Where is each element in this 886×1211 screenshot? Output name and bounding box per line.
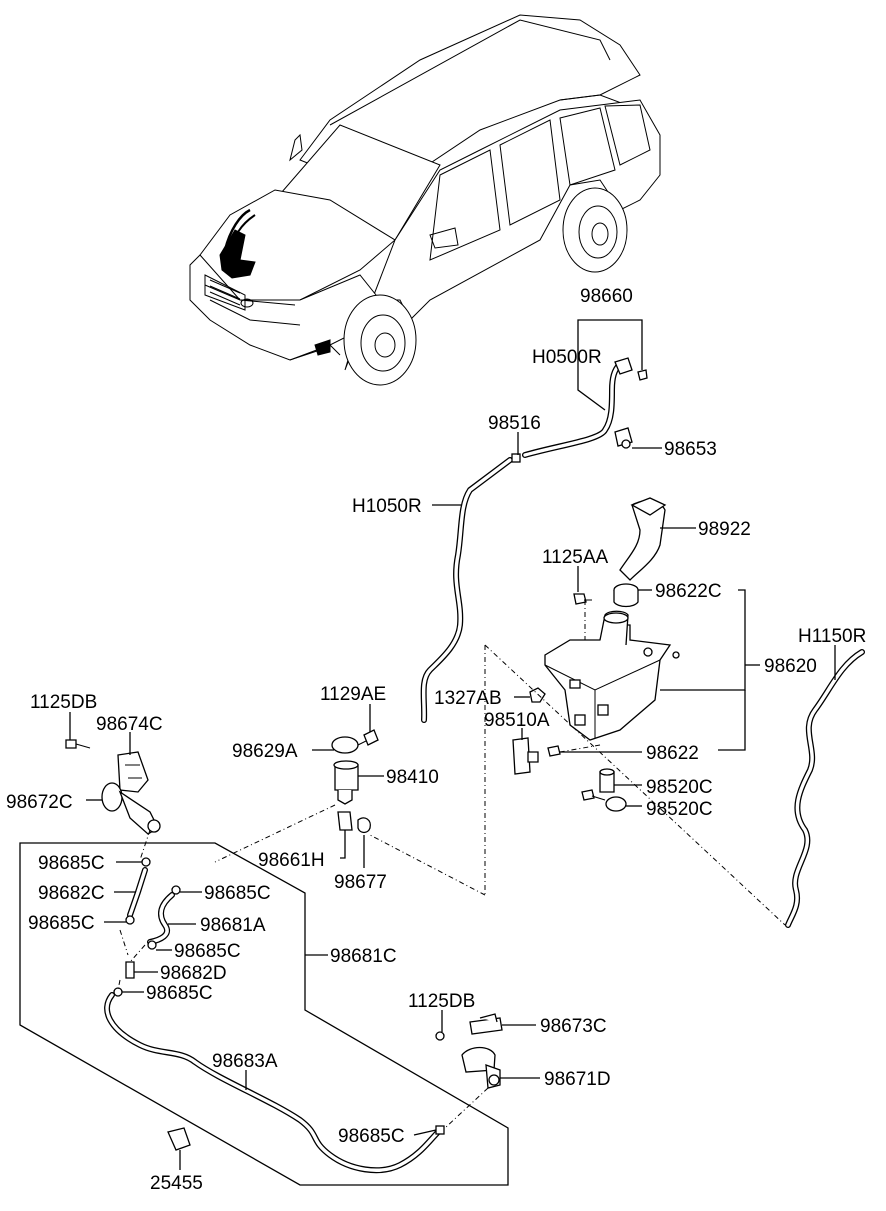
label-98520c-b: 98520C	[646, 799, 713, 820]
label-98685c-a: 98685C	[38, 853, 105, 874]
sensor-98520c	[599, 768, 615, 793]
clip-25455	[167, 1127, 191, 1151]
leader-lines	[69, 319, 836, 1170]
label-98685c-b: 98685C	[28, 913, 95, 934]
label-98660: 98660	[580, 286, 633, 307]
nozzle-98672c	[101, 782, 161, 835]
bolt-1125aa	[573, 593, 592, 605]
vehicle-illustration	[189, 14, 661, 386]
bracket-98674c	[117, 751, 149, 793]
label-98674c: 98674C	[96, 714, 163, 735]
pump-98410	[333, 760, 359, 805]
label-98672c: 98672C	[6, 792, 73, 813]
label-h1050r: H1050R	[352, 496, 422, 517]
rear-washer-nozzle	[614, 357, 648, 381]
label-98681c: 98681C	[330, 946, 397, 967]
label-98520c-a: 98520C	[646, 777, 713, 798]
label-98677: 98677	[334, 872, 387, 893]
grommet-98653	[614, 427, 633, 449]
pump-98510a	[512, 737, 539, 775]
bolt-1125db-right	[435, 1031, 445, 1041]
label-1125db-a: 1125DB	[30, 692, 97, 713]
nut-1327ab	[529, 687, 546, 703]
grommet-98622	[547, 745, 561, 757]
clip-98677	[357, 817, 371, 834]
label-98685c-e: 98685C	[146, 983, 213, 1004]
hose-h1050r	[420, 457, 513, 723]
label-98673c: 98673C	[540, 1016, 607, 1037]
label-25455: 25455	[150, 1173, 203, 1194]
bolt-1125db-left	[65, 739, 91, 749]
hose-98682c	[127, 867, 148, 918]
bolt-1129ae	[363, 729, 379, 746]
label-98622: 98622	[646, 743, 699, 764]
connector-98661h	[337, 811, 353, 831]
label-98682c: 98682C	[38, 883, 105, 904]
connector-98682d	[125, 961, 135, 979]
callout-labels: 98660 H0500R 98516 98653 H1050R 98922 11…	[6, 286, 866, 1194]
label-98685c-d: 98685C	[174, 941, 241, 962]
label-98661h: 98661H	[258, 850, 325, 871]
label-98653: 98653	[664, 439, 717, 460]
label-1129ae: 1129AE	[320, 684, 386, 705]
label-98516: 98516	[488, 413, 541, 434]
clips-98685c	[113, 857, 445, 1135]
hose-h1150r	[785, 649, 865, 928]
label-1327ab: 1327AB	[434, 688, 502, 709]
hose-98683a	[104, 992, 443, 1174]
dashed-route-lines	[117, 600, 786, 1129]
label-98622c: 98622C	[655, 581, 722, 602]
hose-h0500r	[522, 361, 623, 458]
label-98620: 98620	[764, 656, 817, 677]
hose-98681a	[147, 892, 175, 945]
label-h0500r: H0500R	[532, 347, 602, 368]
label-98681a: 98681A	[200, 915, 266, 936]
connector-98516	[511, 453, 521, 463]
nozzle-98671d	[461, 1046, 501, 1089]
label-98685c-f: 98685C	[338, 1126, 405, 1147]
label-98682d: 98682D	[160, 963, 227, 984]
label-98629a: 98629A	[232, 741, 298, 762]
label-1125aa: 1125AA	[542, 547, 609, 568]
label-98922: 98922	[698, 519, 751, 540]
assembly-outline-98681c	[19, 842, 509, 1186]
label-98685c-c: 98685C	[204, 883, 271, 904]
clip-98629a	[331, 736, 369, 754]
label-h1150r: H1150R	[798, 626, 866, 647]
seal-98520c	[581, 789, 627, 812]
label-98410: 98410	[386, 767, 439, 788]
label-1125db-b: 1125DB	[408, 991, 475, 1012]
bracket-98673c	[469, 1013, 503, 1035]
label-98671d: 98671D	[544, 1069, 611, 1090]
label-98510a: 98510A	[484, 710, 550, 731]
label-98683a: 98683A	[212, 1051, 278, 1072]
washer-reservoir	[544, 497, 680, 741]
